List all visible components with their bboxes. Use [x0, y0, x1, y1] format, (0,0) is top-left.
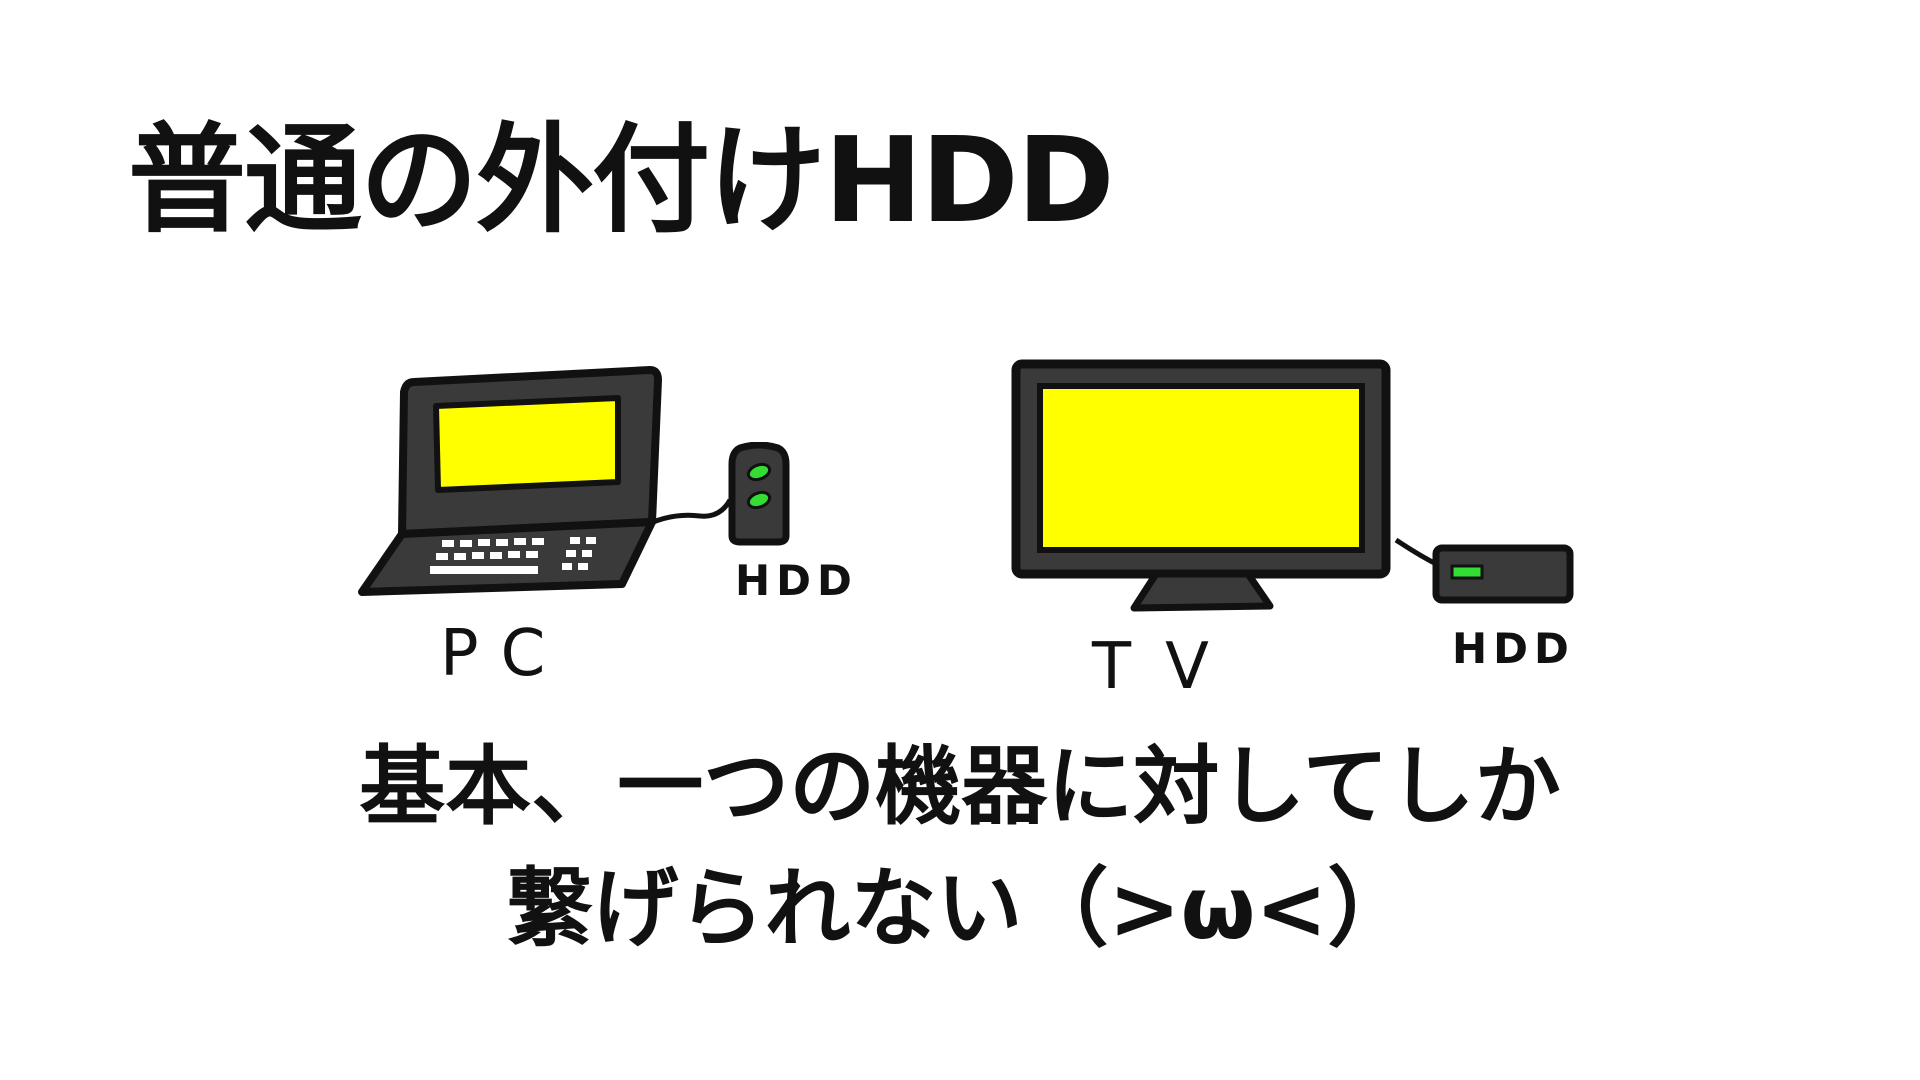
led: [1450, 564, 1484, 580]
tv-label: TV: [1092, 630, 1243, 704]
laptop-pc-icon: [358, 366, 662, 596]
led-top: [746, 462, 772, 482]
laptop-screen: [433, 395, 621, 493]
tv-stand: [1130, 570, 1274, 612]
keyboard: [430, 537, 596, 574]
external-hdd-tower-icon: [728, 442, 790, 546]
caption-line-1: 基本、一つの機器に対してしか: [359, 737, 1561, 837]
television-icon: [1011, 359, 1391, 612]
page-title: 普通の外付けHDD: [128, 111, 1115, 249]
tv-hdd-label: HDD: [1452, 624, 1575, 673]
pc-hdd-label: HDD: [735, 556, 858, 605]
external-hdd-box-icon: [1432, 544, 1574, 604]
pc-label: PC: [440, 617, 568, 691]
tv-screen: [1037, 383, 1365, 553]
led-bottom: [746, 490, 772, 510]
caption-line-2: 繋げられない（>ω<）: [506, 859, 1414, 959]
